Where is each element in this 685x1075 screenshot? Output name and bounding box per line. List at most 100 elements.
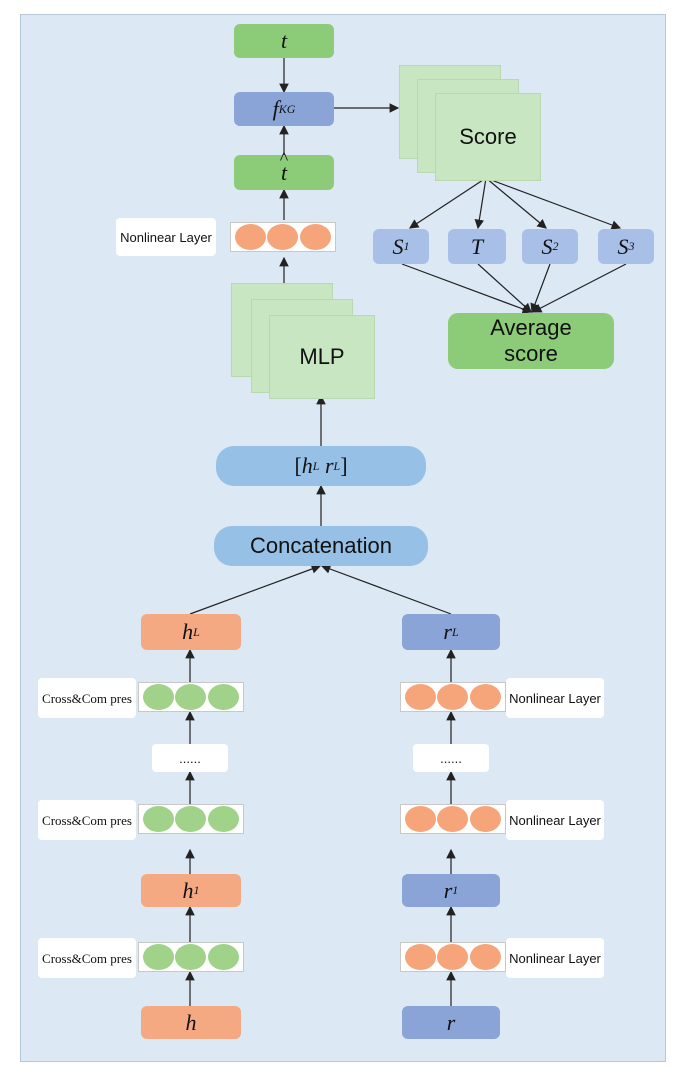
neuron	[404, 684, 436, 710]
label-nonlinear-top: Nonlinear Layer	[116, 218, 216, 256]
arrow-hL-to-concat	[189, 564, 322, 615]
node-h1-subscript: 1	[193, 883, 200, 897]
node-rL-label: r	[443, 619, 452, 644]
label-nonlinear-2: Nonlinear Layer	[506, 800, 604, 840]
neuron	[142, 684, 174, 710]
neuron	[142, 944, 174, 970]
layer-cross-1	[138, 942, 244, 972]
node-h1-label: h	[182, 877, 194, 903]
node-hL-label: h	[182, 619, 194, 644]
layer-nonlinear-2	[400, 804, 506, 834]
node-rL-subscript: L	[451, 624, 459, 639]
arrow-s3-to-average	[531, 263, 627, 313]
arrow-rL-to-concat	[320, 564, 452, 615]
label-cross-2: Cross&Com pres	[38, 800, 136, 840]
arrow-score-to-T	[474, 177, 487, 230]
label-nonlinear-2-text: Nonlinear Layer	[509, 812, 601, 828]
arrow-T-to-average	[477, 263, 532, 313]
node-concatenation: Concatenation	[214, 526, 428, 566]
node-h-label: h	[185, 1009, 197, 1035]
mlp-label: MLP	[299, 344, 345, 369]
node-s1-subscript: 1	[403, 239, 410, 253]
label-nonlinear-3-text: Nonlinear Layer	[509, 690, 601, 706]
neuron	[208, 944, 240, 970]
node-t: t	[234, 24, 334, 58]
ellipsis-left-text: ......	[179, 750, 201, 766]
bracket-open: [	[294, 453, 302, 478]
neuron	[470, 806, 502, 832]
node-average-score: Average score	[448, 313, 614, 369]
neuron	[437, 944, 469, 970]
neuron	[175, 944, 207, 970]
concatenation-label: Concatenation	[250, 533, 392, 558]
average-score-label: Average score	[490, 315, 572, 366]
node-T: T	[448, 229, 506, 264]
label-cross-1: Cross&Com pres	[38, 938, 136, 978]
score-label: Score	[459, 124, 517, 149]
node-fkg-label: f	[272, 96, 279, 121]
layer-cross-3	[138, 682, 244, 712]
label-cross-2-text: Cross&Com pres	[42, 812, 132, 828]
node-s3-label: S	[617, 233, 629, 259]
arrow-score-to-s1	[408, 177, 487, 229]
neuron	[175, 684, 207, 710]
score-stack-front: Score	[436, 94, 540, 180]
layer-nonlinear-3	[400, 682, 506, 712]
node-hr-h-subscript: L	[312, 458, 320, 473]
node-s2-label: S	[541, 233, 553, 259]
node-s2-subscript: 2	[552, 239, 559, 253]
neuron	[470, 944, 502, 970]
bracket-close: ]	[340, 453, 348, 478]
node-t-label: t	[280, 28, 288, 53]
node-T-label: T	[470, 233, 484, 259]
label-cross-1-text: Cross&Com pres	[42, 950, 132, 966]
hat-symbol: ^	[279, 147, 289, 168]
layer-cross-2	[138, 804, 244, 834]
node-s3-subscript: 3	[628, 239, 635, 253]
node-t-hat-label: t	[280, 159, 288, 185]
ellipsis-left: ......	[152, 744, 228, 772]
label-cross-3: Cross&Com pres	[38, 678, 136, 718]
label-cross-3-text: Cross&Com pres	[42, 690, 132, 706]
label-nonlinear-top-text: Nonlinear Layer	[120, 229, 212, 245]
node-r: r	[402, 1006, 500, 1039]
label-nonlinear-1-text: Nonlinear Layer	[509, 950, 601, 966]
neuron	[300, 224, 332, 250]
node-h: h	[141, 1006, 241, 1039]
node-hL-subscript: L	[193, 624, 200, 639]
node-s1-label: S	[392, 233, 404, 259]
neuron	[404, 806, 436, 832]
neuron	[437, 684, 469, 710]
mlp-stack-front: MLP	[270, 316, 374, 398]
neuron	[208, 684, 240, 710]
label-nonlinear-3: Nonlinear Layer	[506, 678, 604, 718]
label-nonlinear-1: Nonlinear Layer	[506, 938, 604, 978]
layer-nonlinear-top	[230, 222, 336, 252]
neuron	[470, 684, 502, 710]
neuron	[175, 806, 207, 832]
arrow-s1-to-average	[401, 263, 533, 314]
node-t-hat: ^t	[234, 148, 334, 190]
node-r1-label: r	[443, 877, 453, 903]
node-fkg-subscript: KG	[278, 101, 296, 116]
neuron	[142, 806, 174, 832]
arrow-score-to-s2	[485, 177, 547, 229]
node-hr-r: r	[324, 453, 334, 478]
neuron	[437, 806, 469, 832]
neuron	[404, 944, 436, 970]
node-t-hat-wrap: ^t	[280, 148, 288, 186]
ellipsis-right: ......	[413, 744, 489, 772]
node-hr-h: h	[301, 453, 313, 478]
neuron	[234, 224, 266, 250]
